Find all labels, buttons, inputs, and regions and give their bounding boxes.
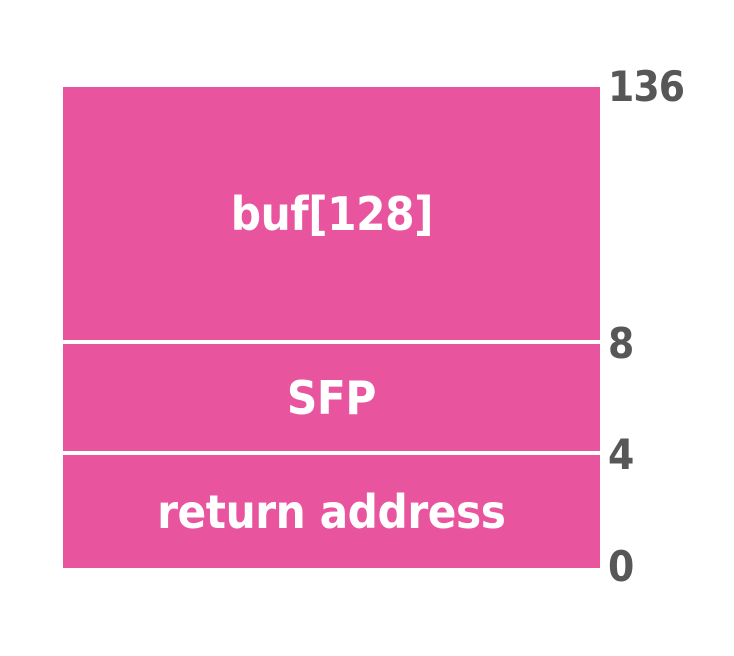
- stack-region-sfp-label: SFP: [286, 370, 377, 425]
- stack-region-buf-label: buf[128]: [230, 186, 433, 241]
- offset-label-sfp-bottom: 4: [608, 430, 634, 479]
- offset-label-buf-bottom: 8: [608, 319, 634, 368]
- offset-label-top: 136: [608, 62, 685, 111]
- offset-label-base: 0: [608, 542, 634, 591]
- stack-region-sfp: SFP: [63, 344, 600, 451]
- stack-frame-column: buf[128] SFP return address: [63, 87, 600, 568]
- stack-region-return-address-label: return address: [157, 484, 506, 539]
- stack-region-buf: buf[128]: [63, 87, 600, 340]
- stack-region-return-address: return address: [63, 455, 600, 568]
